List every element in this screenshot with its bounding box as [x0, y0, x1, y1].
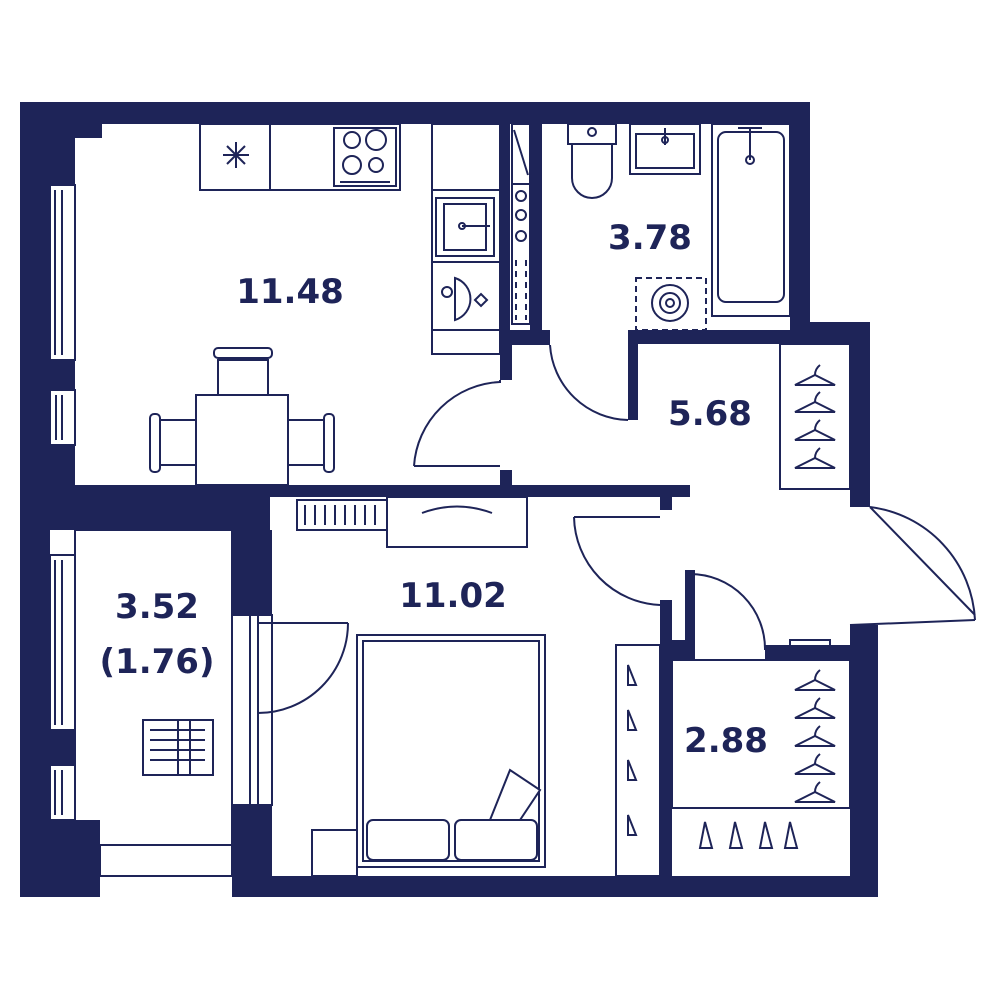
balcony-fixtures — [74, 529, 233, 877]
wardrobe-icon — [779, 343, 851, 490]
closet-fixtures — [671, 573, 851, 849]
chair-icon — [149, 347, 335, 473]
balcony-door — [257, 622, 349, 714]
sink-icon — [435, 197, 495, 257]
hanger-icon — [794, 364, 836, 469]
utility-column — [511, 183, 531, 325]
closet-door — [689, 573, 767, 651]
hallway-fixtures — [779, 343, 976, 626]
kitchen-door — [413, 380, 501, 467]
bathroom-fixtures — [549, 123, 791, 421]
kitchen-area-label: 11.48 — [236, 272, 344, 312]
nightstand-icon — [311, 829, 358, 877]
bedroom-door — [573, 516, 661, 606]
bedroom-area-label: 11.02 — [399, 576, 507, 616]
radiator-icon — [296, 499, 388, 531]
toilet-icon — [567, 123, 617, 199]
dining-table-icon — [195, 394, 289, 486]
dishwasher-icon — [432, 261, 500, 331]
balcony-area-label: 3.52 — [115, 587, 199, 627]
hanger-icon — [698, 669, 836, 849]
cooktop-icon — [333, 127, 397, 187]
sink-icon — [629, 123, 701, 175]
double-bed-icon — [356, 634, 546, 868]
closet-area-label: 2.88 — [684, 721, 768, 761]
windows — [49, 123, 531, 821]
bathtub-icon — [711, 123, 791, 317]
bathroom-area-label: 3.78 — [608, 218, 692, 258]
balcony-area-note: (1.76) — [99, 642, 215, 682]
wardrobe-icon — [615, 644, 661, 877]
bedroom-fixtures — [257, 496, 661, 877]
walls — [20, 102, 878, 897]
fridge-icon — [223, 142, 249, 168]
air-conditioner-icon — [386, 496, 528, 548]
hallway-area-label: 5.68 — [668, 394, 752, 434]
lounge-chair-icon — [142, 719, 214, 776]
entrance-door — [869, 506, 976, 621]
kitchen-fixtures — [149, 123, 501, 486]
washing-machine-icon — [635, 277, 707, 331]
bathroom-door — [549, 344, 629, 421]
